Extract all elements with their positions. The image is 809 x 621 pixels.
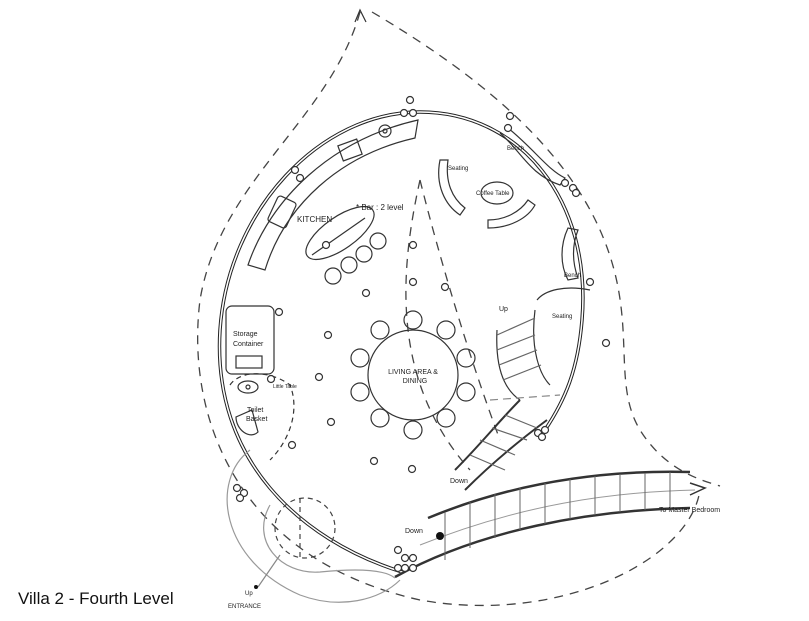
lounge-furniture: [438, 127, 579, 281]
down-marker-icon: [436, 532, 444, 540]
label-little-table: Little Table: [273, 384, 297, 390]
label-down-stairs: Down: [450, 478, 468, 485]
label-bench-top: Bench: [507, 146, 524, 152]
label-dining: DINING: [403, 378, 428, 385]
columns: [232, 95, 611, 573]
label-bench-right: Bench: [564, 273, 581, 279]
north-arrow-icon: [354, 8, 367, 23]
label-kitchen: KITCHEN: [297, 215, 332, 224]
label-entrance: ENTRANCE: [228, 604, 261, 610]
label-toilet: Toilet: [247, 407, 263, 414]
entrance-area: [226, 449, 401, 603]
label-container: Container: [233, 341, 264, 348]
room-labels: KITCHEN * Bar : 2 level Seating Coffee T…: [228, 146, 720, 610]
label-bar: * Bar : 2 level: [356, 203, 404, 212]
storage-container: [225, 305, 295, 461]
label-seating-right: Seating: [552, 314, 572, 320]
label-down-bridge: Down: [405, 528, 423, 535]
label-storage: Storage: [233, 331, 258, 338]
label-to-master-bedroom: To Master Bedroom: [659, 507, 720, 514]
bar-counter: [305, 205, 387, 285]
site-boundary: [197, 11, 721, 607]
kitchen-counter: [247, 119, 419, 271]
plan-caption: Villa 2 - Fourth Level: [18, 589, 174, 608]
label-coffee-table: Coffee Table: [476, 191, 510, 197]
main-wall: [217, 110, 585, 574]
label-up-stairs: Up: [499, 306, 508, 313]
up-marker-icon: [254, 585, 258, 589]
spiral-staircase: [454, 287, 591, 491]
label-living-area: LIVING AREA &: [388, 369, 438, 376]
dining-table: [350, 310, 476, 440]
label-up-entrance: Up: [245, 591, 253, 597]
label-basket: Basket: [246, 416, 267, 423]
label-seating-top: Seating: [448, 166, 468, 172]
bridge-staircase: [394, 470, 708, 579]
